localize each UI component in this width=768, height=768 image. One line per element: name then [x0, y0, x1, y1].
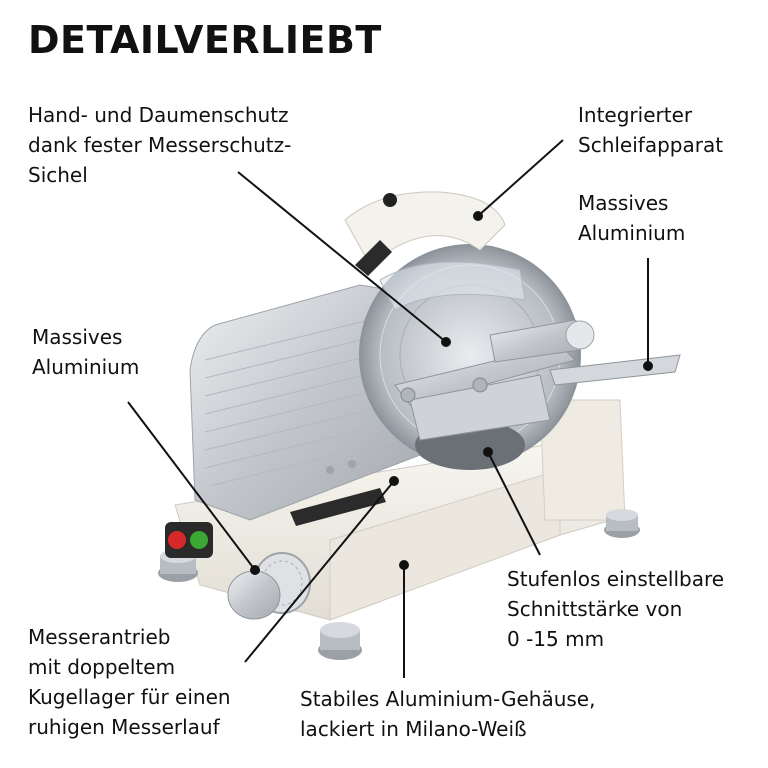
callout-line: Schnittstärke von	[507, 597, 683, 621]
callout-line: Integrierter	[578, 103, 693, 127]
callout-line: Aluminium	[578, 221, 686, 245]
blade-guard	[344, 191, 506, 276]
callout-aluminium-left: Massives Aluminium	[32, 322, 139, 382]
sharpener-knob-icon	[383, 193, 397, 207]
red-button-icon	[168, 531, 186, 549]
green-button-icon	[190, 531, 208, 549]
thickness-knob[interactable]	[227, 552, 311, 620]
callout-line: Stabiles Aluminium-Gehäuse,	[300, 687, 596, 711]
callout-hand-guard: Hand- und Daumenschutz dank fester Messe…	[28, 100, 291, 190]
power-buttons[interactable]	[165, 522, 213, 558]
callout-line: Aluminium	[32, 355, 140, 379]
page-title: DETAILVERLIEBT	[28, 18, 382, 62]
callout-drive: Messerantrieb mit doppeltem Kugellager f…	[28, 622, 231, 742]
callout-line: Kugellager für einen	[28, 685, 231, 709]
callout-line: Stufenlos einstellbare	[507, 567, 725, 591]
callout-line: ruhigen Messerlauf	[28, 715, 220, 739]
hand-guard	[379, 261, 526, 311]
callout-line: Messerantrieb	[28, 625, 171, 649]
callout-line: dank fester Messerschutz-	[28, 133, 292, 157]
callout-line: lackiert in Milano-Weiß	[300, 717, 527, 741]
callout-line: Massives	[578, 191, 669, 215]
callout-line: mit doppeltem	[28, 655, 176, 679]
callout-line: Schleifapparat	[578, 133, 724, 157]
callout-line: 0 -15 mm	[507, 627, 605, 651]
callout-lines	[127, 139, 653, 678]
callout-housing: Stabiles Aluminium-Gehäuse, lackiert in …	[300, 684, 595, 744]
callout-line: Hand- und Daumenschutz	[28, 103, 289, 127]
callout-line: Sichel	[28, 163, 88, 187]
callout-aluminium-right: Massives Aluminium	[578, 188, 685, 248]
callout-thickness: Stufenlos einstellbare Schnittstärke von…	[507, 564, 724, 654]
callout-sharpener: Integrierter Schleifapparat	[578, 100, 723, 160]
callout-line: Massives	[32, 325, 123, 349]
